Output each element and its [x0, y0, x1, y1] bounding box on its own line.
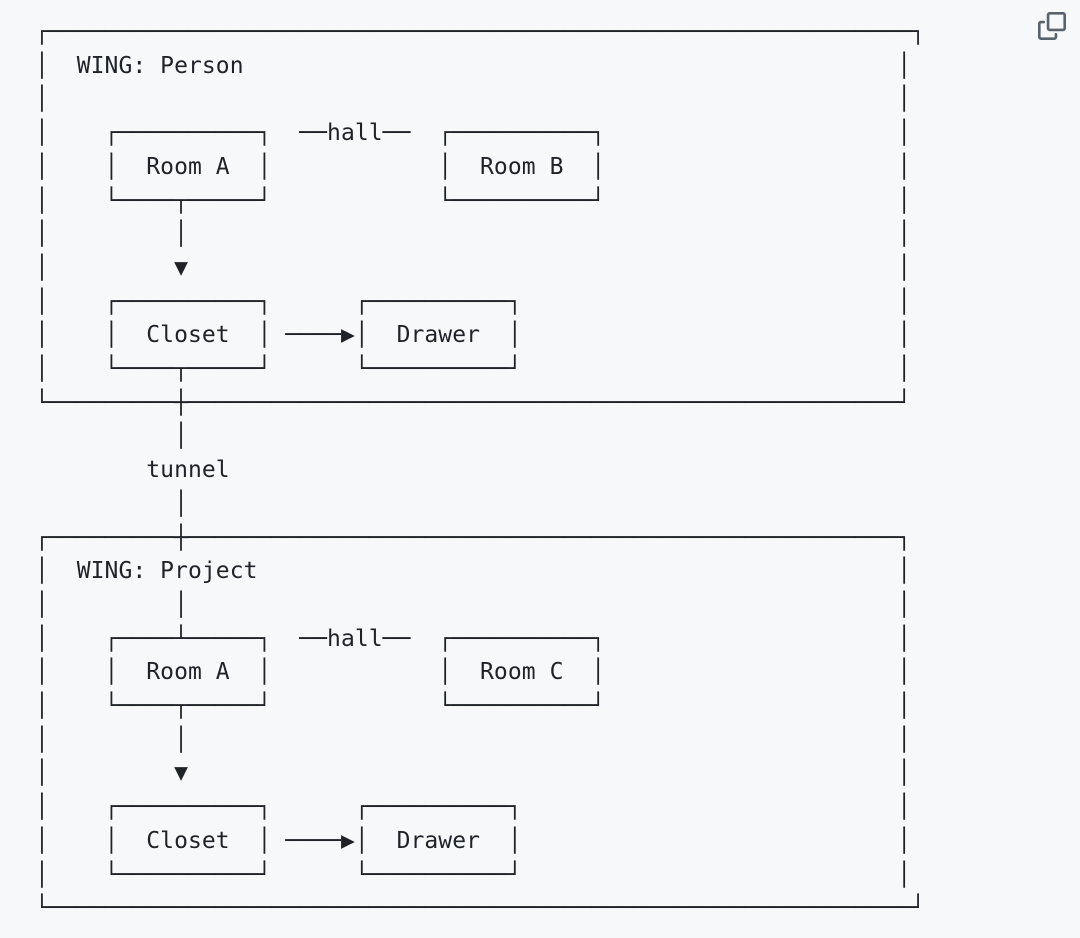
copy-icon: [1038, 12, 1066, 40]
copy-button[interactable]: [1037, 11, 1067, 41]
